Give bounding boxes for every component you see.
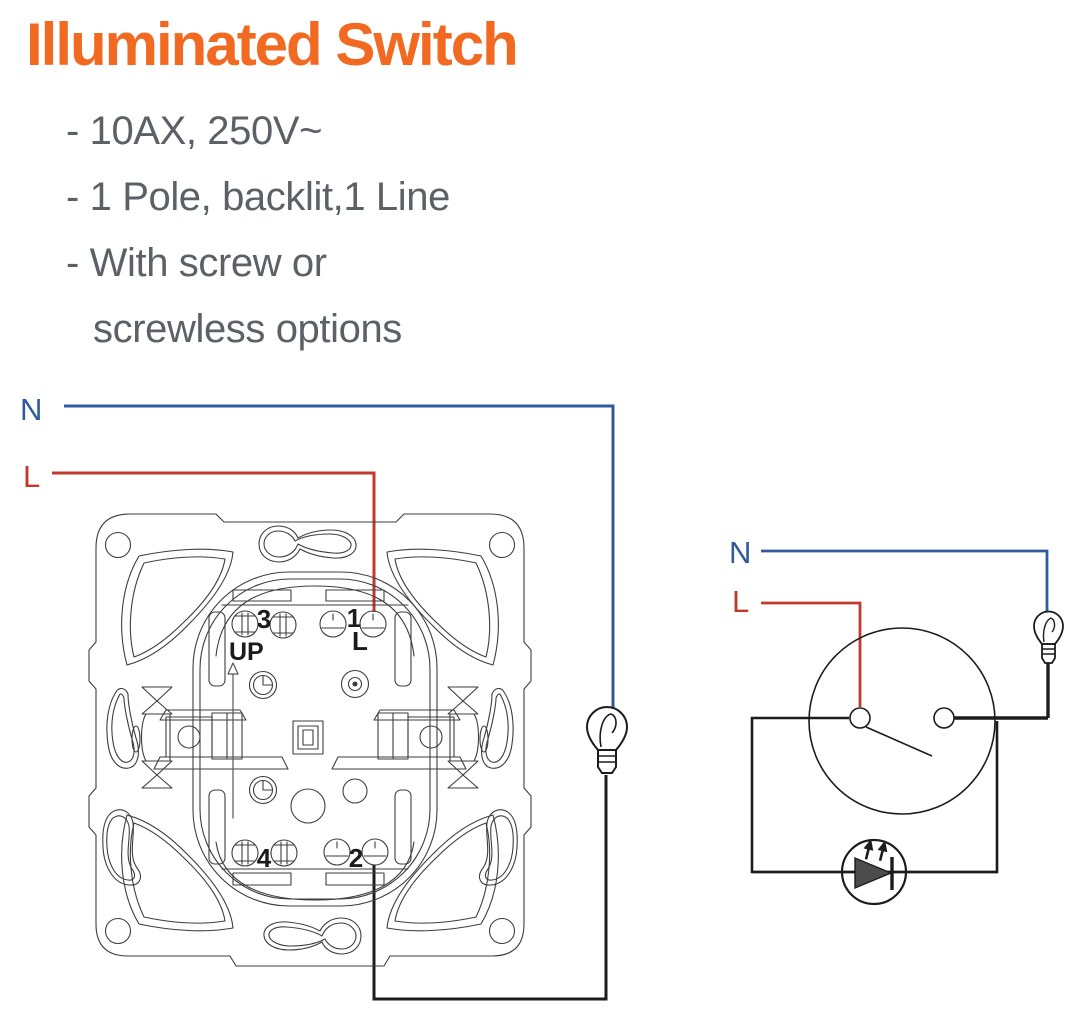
pivot-circle	[340, 669, 370, 699]
terminal-label-live: L	[352, 626, 368, 656]
lamp-feed-wire	[954, 663, 1050, 720]
plate-screw-hole	[488, 531, 516, 559]
switch-lever	[865, 726, 933, 757]
terminal-2-out	[361, 838, 389, 866]
neutral-wire	[64, 404, 615, 708]
schematic-diagram: N L	[729, 535, 1064, 906]
adjuster-circle	[248, 775, 278, 805]
left-wiring-diagram: N L	[20, 392, 629, 1001]
neutral-label: N	[20, 392, 42, 427]
plate-screw-hole	[104, 531, 132, 559]
fixing-hole	[342, 778, 368, 804]
terminal-screw-3	[269, 611, 297, 639]
terminal-screw-3	[231, 610, 259, 638]
led-triangle	[854, 856, 893, 890]
schematic-switch-body	[808, 627, 996, 815]
spec-item: screwless options	[93, 307, 402, 351]
spec-item: - 1 Pole, backlit,1 Line	[66, 175, 450, 219]
center-square	[292, 720, 324, 755]
terminal-screw-4	[231, 839, 259, 867]
fixing-hole	[290, 788, 326, 824]
terminal-1	[319, 610, 347, 638]
switch-contact-out	[933, 707, 955, 729]
live-label: L	[732, 584, 749, 619]
led-emission-arrows	[863, 838, 888, 862]
neutral-wire	[761, 549, 1049, 611]
live-label: L	[23, 459, 40, 494]
bulb-icon	[585, 706, 629, 774]
neutral-label: N	[729, 535, 751, 570]
mechanism-body	[192, 571, 438, 907]
led-loop-wire	[750, 716, 999, 874]
spec-list: - 10AX, 250V~ - 1 Pole, backlit,1 Line -…	[66, 98, 450, 362]
adjuster-circle	[248, 670, 278, 700]
terminal-screw-4	[270, 839, 298, 867]
spec-item: - 10AX, 250V~	[66, 109, 323, 153]
plate-screw-hole	[104, 917, 132, 945]
mounting-plate	[88, 513, 532, 967]
up-label: UP	[229, 638, 264, 666]
terminal-label-2: 2	[349, 843, 363, 873]
terminal-label-1: 1	[347, 603, 361, 633]
live-wire	[761, 601, 862, 707]
plate-screw-hole	[488, 917, 516, 945]
switch-mechanism-drawing: 3 1 L 4 2 UP	[88, 513, 532, 967]
terminal-label-3: 3	[257, 604, 271, 634]
page-title: Illuminated Switch	[26, 11, 519, 78]
terminal-label-4: 4	[257, 843, 272, 873]
live-wire	[52, 471, 376, 612]
up-arrow-icon	[227, 662, 239, 819]
led-icon	[752, 838, 997, 906]
spec-item: - With screw or	[66, 241, 327, 285]
terminal-2	[323, 838, 351, 866]
bulb-icon	[1033, 610, 1064, 664]
lamp-wire	[372, 775, 608, 1001]
switch-contact-in	[849, 707, 871, 729]
